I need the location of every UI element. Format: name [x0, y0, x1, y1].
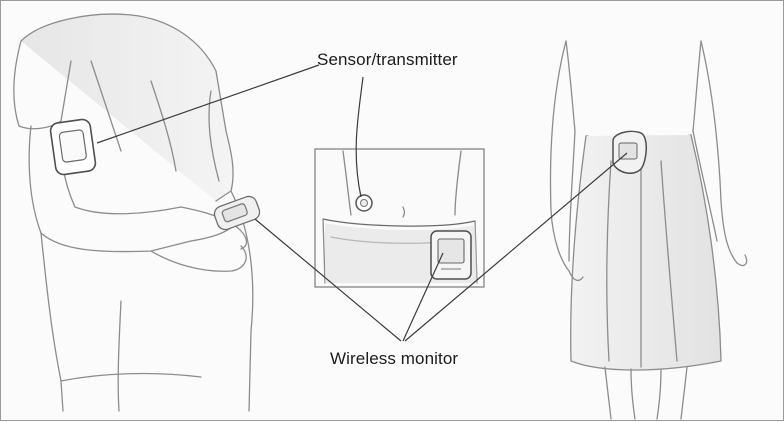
wireless-monitor-label: Wireless monitor — [330, 349, 458, 369]
left-figure — [14, 14, 262, 411]
arm-sensor-patch — [50, 118, 97, 175]
center-inset — [315, 149, 484, 287]
right-figure — [551, 41, 747, 419]
sensor-transmitter-label: Sensor/transmitter — [317, 50, 458, 70]
waist-monitor — [613, 131, 646, 173]
